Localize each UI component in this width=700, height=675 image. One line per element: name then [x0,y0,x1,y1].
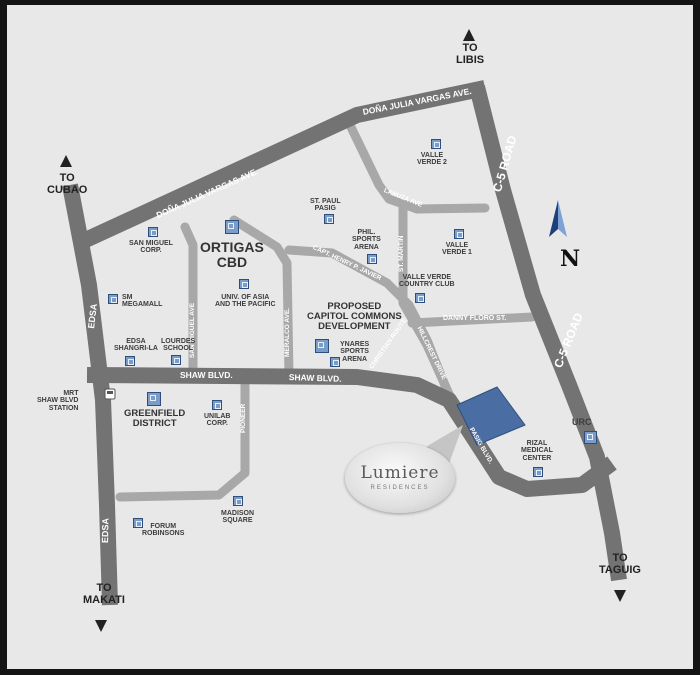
road-label-pioneer: PIONEER [240,403,247,433]
landmark-phil-sports: PHIL. SPORTS ARENA [352,229,381,251]
arrow-up-cubao [60,155,72,167]
road-label-shaw-2: SHAW BLVD. [288,372,342,384]
landmark-ynares: YNARES SPORTS ARENA [340,341,370,363]
landmark-valle-verde-cc: VALLE VERDE COUNTRY CLUB [399,274,455,289]
road-c5 [469,85,627,582]
st-paul-icon [324,214,334,224]
madison-icon [233,496,243,506]
road-label-shaw-1: SHAW BLVD. [180,370,233,380]
landmark-st-paul: ST. PAUL PASIG [310,198,341,213]
ynares-icon [330,357,340,367]
landmark-forum: FORUM ROBINSONS [142,523,185,538]
road-hillcrest [398,298,458,408]
valle-verde-1-icon [454,229,464,239]
landmark-capitol-commons: PROPOSED CAPITOL COMMONS DEVELOPMENT [307,301,402,332]
greenfield-icon [147,392,161,406]
road-dona-julia-vargas [75,80,487,251]
valle-verde-cc-icon [415,293,425,303]
landmark-ortigas-cbd: ORTIGAS CBD [200,239,264,270]
compass-needle-icon [549,200,558,237]
landmark-valle-verde-2: VALLE VERDE 2 [417,152,447,167]
sm-megamall-icon [108,294,118,304]
landmark-sm-megamall: SM MEGAMALL [122,294,163,309]
to-makati-label: TO MAKATI [83,582,125,606]
road-lanuza [344,118,490,214]
landmark-edsa-shangrila: EDSA SHANGRI-LA [114,338,158,353]
road-network [60,29,627,632]
univ-asia-icon [239,279,249,289]
landmark-valle-verde-1: VALLE VERDE 1 [442,242,472,257]
rizal-medical-icon [533,467,543,477]
road-meralco-ave [229,215,294,380]
forum-icon [133,518,143,528]
edsa-shangrila-icon [125,356,135,366]
ortigas-cbd-icon [225,220,239,234]
landmark-urc: URC [572,417,592,427]
road-label-danny-floro: DANNY FLORO ST. [443,315,507,322]
project-subtitle: RESIDENCES [370,485,430,491]
road-label-meralco-ave: MERALCO AVE. [284,307,291,357]
landmark-lourdes: LOURDES SCHOOL [161,338,196,353]
to-cubao-label: TO CUBAO [47,172,88,196]
landmark-rizal-medical: RIZAL MEDICAL CENTER [521,440,553,462]
project-name: Lumiere [360,463,440,483]
unilab-icon [212,400,222,410]
lourdes-icon [171,355,181,365]
to-taguig-label: TO TAGUIG [599,552,641,576]
arrow-up-libis [463,29,475,41]
road-san-miguel-ave [180,222,198,380]
road-danny-floro [407,312,537,328]
landmark-madison: MADISON SQUARE [221,510,255,525]
road-label-st-martin: ST. MARTIN [398,235,405,272]
urc-icon [584,431,597,444]
valle-verde-2-icon [431,139,441,149]
lumiere-site-marker [456,386,526,446]
road-label-edsa-bottom: EDSA [100,517,111,544]
capitol-commons-icon [315,339,329,353]
lumiere-callout[interactable]: Lumiere RESIDENCES [345,443,455,513]
arrow-down-taguig [614,590,626,602]
compass-north-label: N [560,246,581,272]
landmark-univ-asia: UNIV. OF ASIA AND THE PACIFIC [215,294,276,309]
san-miguel-corp-icon [148,227,158,237]
phil-sports-icon [367,254,377,264]
to-libis-label: TO LIBIS [456,42,485,66]
arrow-down-makati [95,620,107,632]
map-canvas: Lumiere RESIDENCES TO LIBIS TO CUBAO TO … [7,5,693,669]
road-edsa [62,183,118,606]
landmark-mrt-shaw: MRT SHAW BLVD STATION [37,390,79,412]
road-pioneer [115,375,250,502]
landmark-unilab: UNILAB CORP. [204,413,231,428]
landmark-san-miguel-corp: SAN MIGUEL CORP. [129,240,173,255]
landmark-greenfield: GREENFIELD DISTRICT [124,408,186,429]
